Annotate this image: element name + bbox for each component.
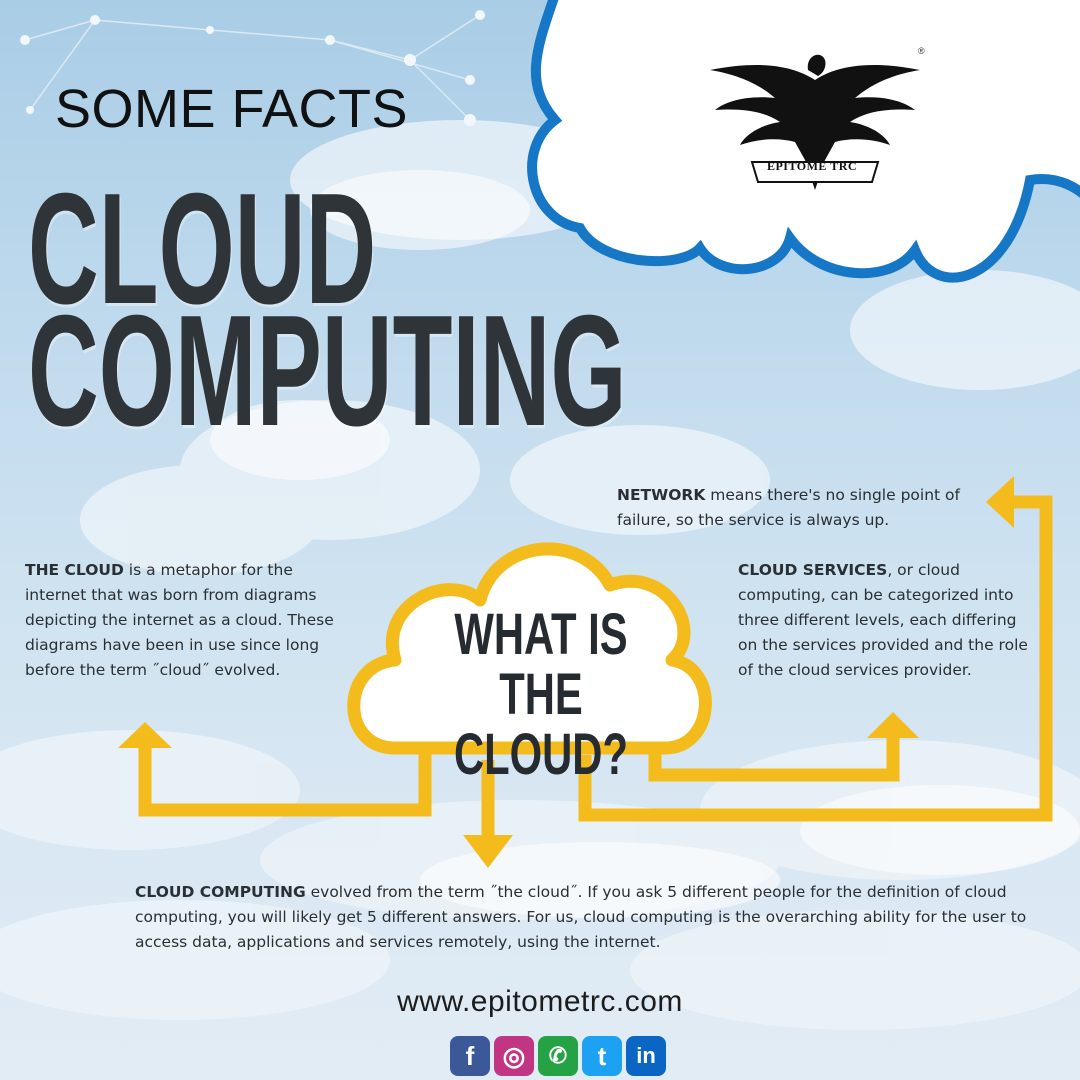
facebook-icon[interactable]: f <box>450 1036 490 1076</box>
fact-text: , or cloud computing, can be categorized… <box>738 561 1028 679</box>
fact-term: NETWORK <box>617 486 706 504</box>
instagram-icon[interactable]: ◎ <box>494 1036 534 1076</box>
twitter-icon[interactable]: t <box>582 1036 622 1076</box>
social-icons: f ◎ ✆ t in <box>450 1036 666 1076</box>
fact-cloud-computing: CLOUD COMPUTING evolved from the term ˝t… <box>135 880 1045 955</box>
center-cloud-title: WHAT IS THE CLOUD? <box>452 605 629 785</box>
fact-term: CLOUD COMPUTING <box>135 883 306 901</box>
fact-the-cloud: THE CLOUD is a metaphor for the internet… <box>25 558 335 683</box>
fact-text: evolved from the term ˝the cloud˝. If yo… <box>135 883 1027 951</box>
fact-text: means there's no single point of failure… <box>617 486 960 529</box>
linkedin-icon[interactable]: in <box>626 1036 666 1076</box>
eagle-logo-icon: ® <box>710 46 925 190</box>
fact-term: THE CLOUD <box>25 561 124 579</box>
title-line-1: CLOUD <box>28 161 377 337</box>
some-facts-label: SOME FACTS <box>55 79 409 139</box>
fact-network: NETWORK means there's no single point of… <box>617 483 977 533</box>
website-url[interactable]: www.epitometrc.com <box>397 985 683 1018</box>
center-title-line-1: WHAT IS <box>454 602 628 667</box>
fact-term: CLOUD SERVICES <box>738 561 888 579</box>
registered-mark: ® <box>918 46 925 56</box>
title-line-2: COMPUTING <box>28 283 627 459</box>
logo-text: EPITOME TRC <box>766 159 858 173</box>
center-title-line-2: THE CLOUD? <box>454 662 628 787</box>
fact-cloud-services: CLOUD SERVICES, or cloud computing, can … <box>738 558 1038 683</box>
fact-text: is a metaphor for the internet that was … <box>25 561 334 679</box>
whatsapp-icon[interactable]: ✆ <box>538 1036 578 1076</box>
